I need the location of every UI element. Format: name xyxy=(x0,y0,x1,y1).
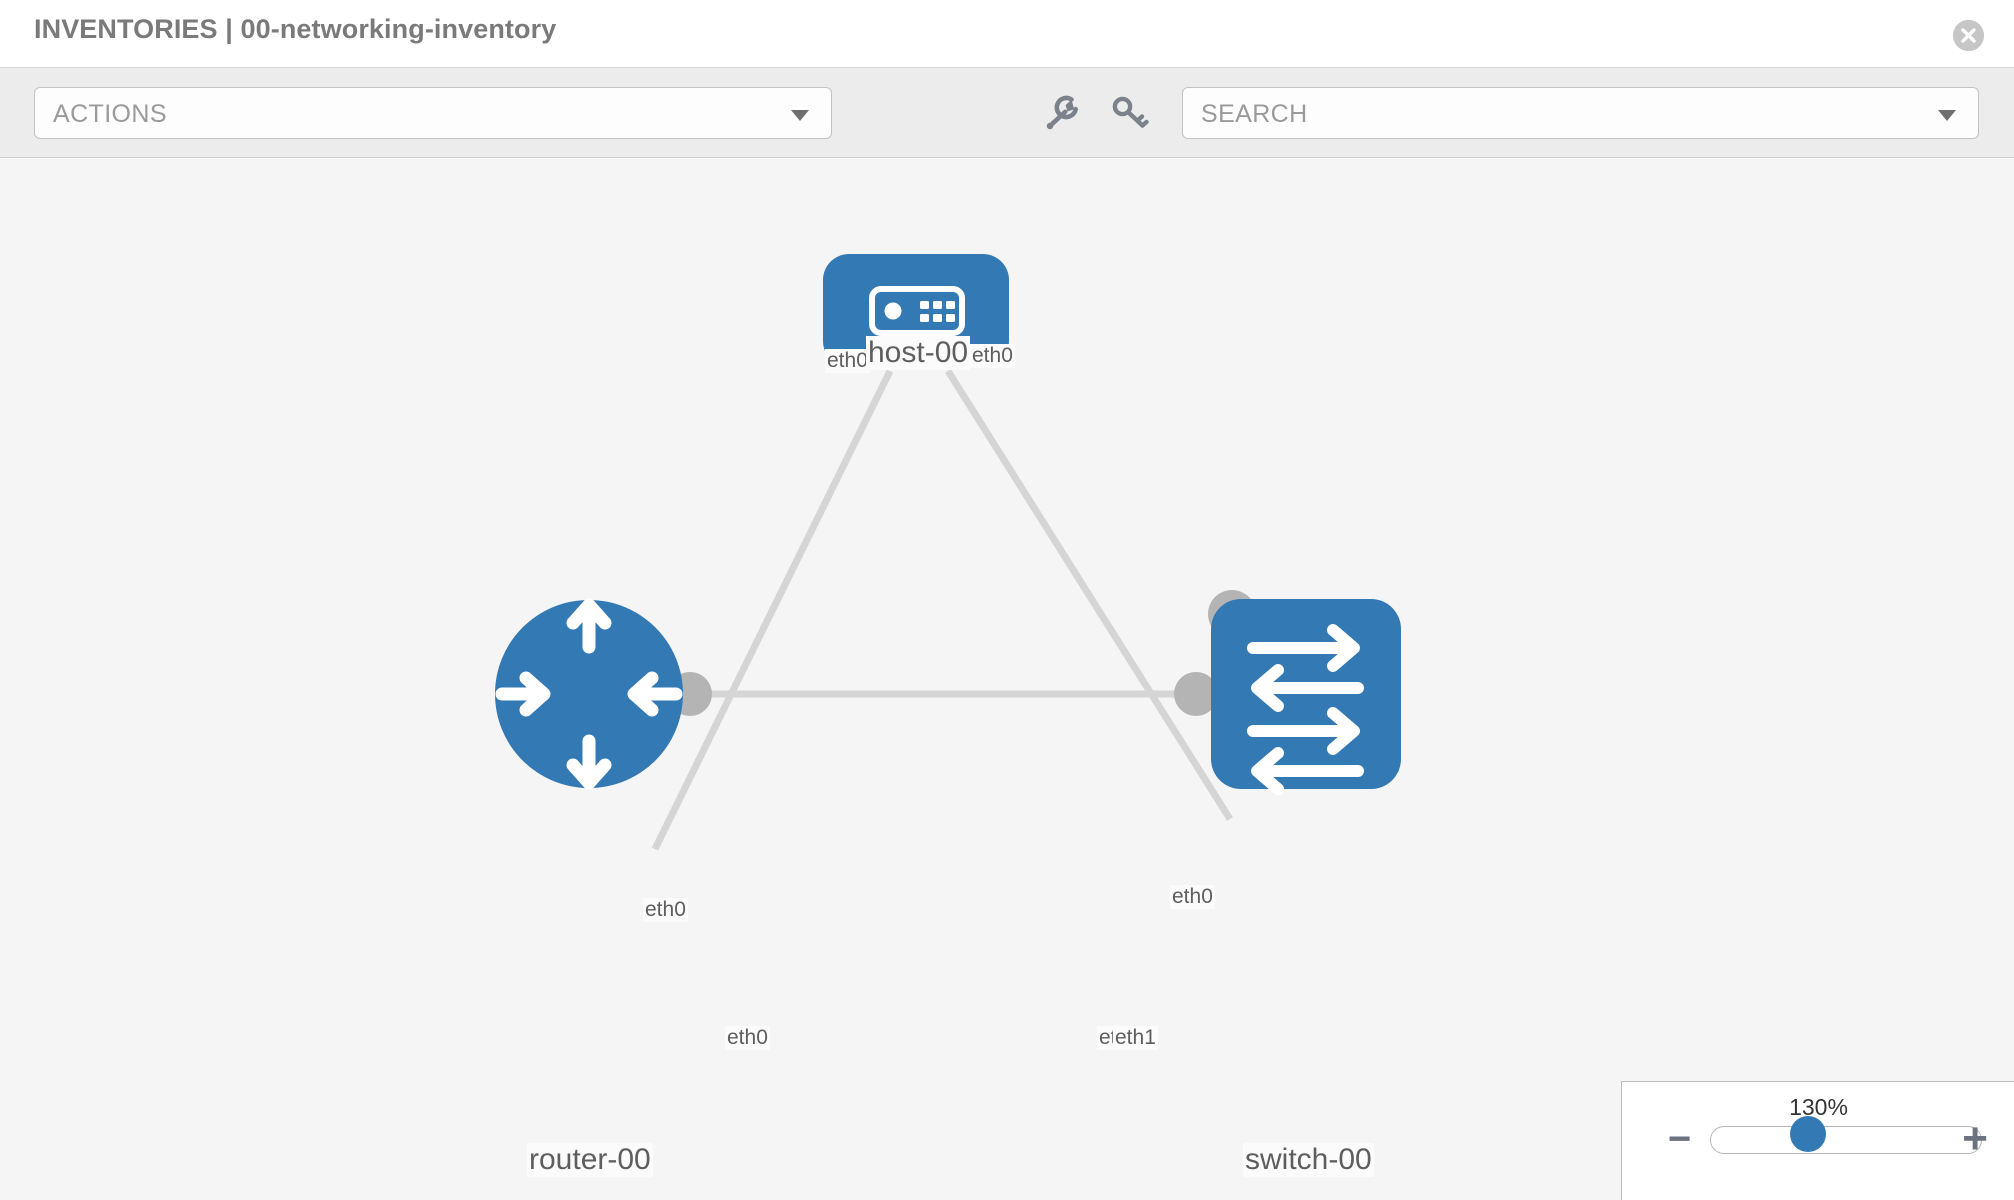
edge-label-host-right: eth0 xyxy=(970,344,1015,368)
toolbar: ACTIONS xyxy=(0,68,2014,158)
wrench-icon[interactable] xyxy=(1041,92,1083,134)
edge-label-switch-left-b: eth1 xyxy=(1113,1026,1158,1050)
zoom-out-button[interactable]: − xyxy=(1668,1117,1692,1161)
node-switch-00 xyxy=(1211,599,1401,795)
edge-label-host-left: eth0 xyxy=(825,349,870,373)
zoom-slider-track[interactable] xyxy=(1710,1126,1982,1154)
server-icon xyxy=(869,286,965,336)
chevron-down-icon xyxy=(791,110,809,121)
edge-label-router-right: eth0 xyxy=(725,1026,770,1050)
actions-dropdown[interactable]: ACTIONS xyxy=(34,87,832,139)
node-label-host-00: host-00 xyxy=(866,336,971,370)
link-host-router xyxy=(651,369,894,851)
edge-label-switch-up: eth0 xyxy=(1170,885,1215,909)
zoom-in-button[interactable]: + xyxy=(1962,1114,1988,1163)
node-router-00 xyxy=(495,598,683,790)
close-icon[interactable] xyxy=(1953,20,1984,51)
switch-arrows-icon xyxy=(1247,624,1364,795)
connector-switch-left xyxy=(1174,672,1218,716)
topology-connectors xyxy=(668,322,1256,716)
chevron-down-icon xyxy=(1938,110,1956,121)
zoom-slider-thumb[interactable] xyxy=(1790,1116,1826,1152)
topology-links xyxy=(651,369,1233,851)
node-label-router-00: router-00 xyxy=(527,1143,653,1177)
topology-canvas[interactable]: eth0 host-00 eth0 eth0 eth0 eth0 eth0 et… xyxy=(0,159,2014,1200)
link-host-switch xyxy=(945,369,1233,821)
actions-dropdown-label: ACTIONS xyxy=(53,100,167,128)
page-title: INVENTORIES | 00-networking-inventory xyxy=(34,14,557,44)
zoom-level-value: 130% xyxy=(1789,1094,1848,1120)
page-header: INVENTORIES | 00-networking-inventory xyxy=(0,0,2014,68)
search-input[interactable]: SEARCH xyxy=(1182,87,1979,139)
four-arrows-icon xyxy=(495,598,683,790)
edge-label-router-up: eth0 xyxy=(643,898,688,922)
search-placeholder: SEARCH xyxy=(1201,100,1308,128)
key-icon[interactable] xyxy=(1108,92,1150,134)
zoom-control-panel: 130% − + xyxy=(1621,1081,2014,1200)
node-label-switch-00: switch-00 xyxy=(1243,1143,1374,1177)
